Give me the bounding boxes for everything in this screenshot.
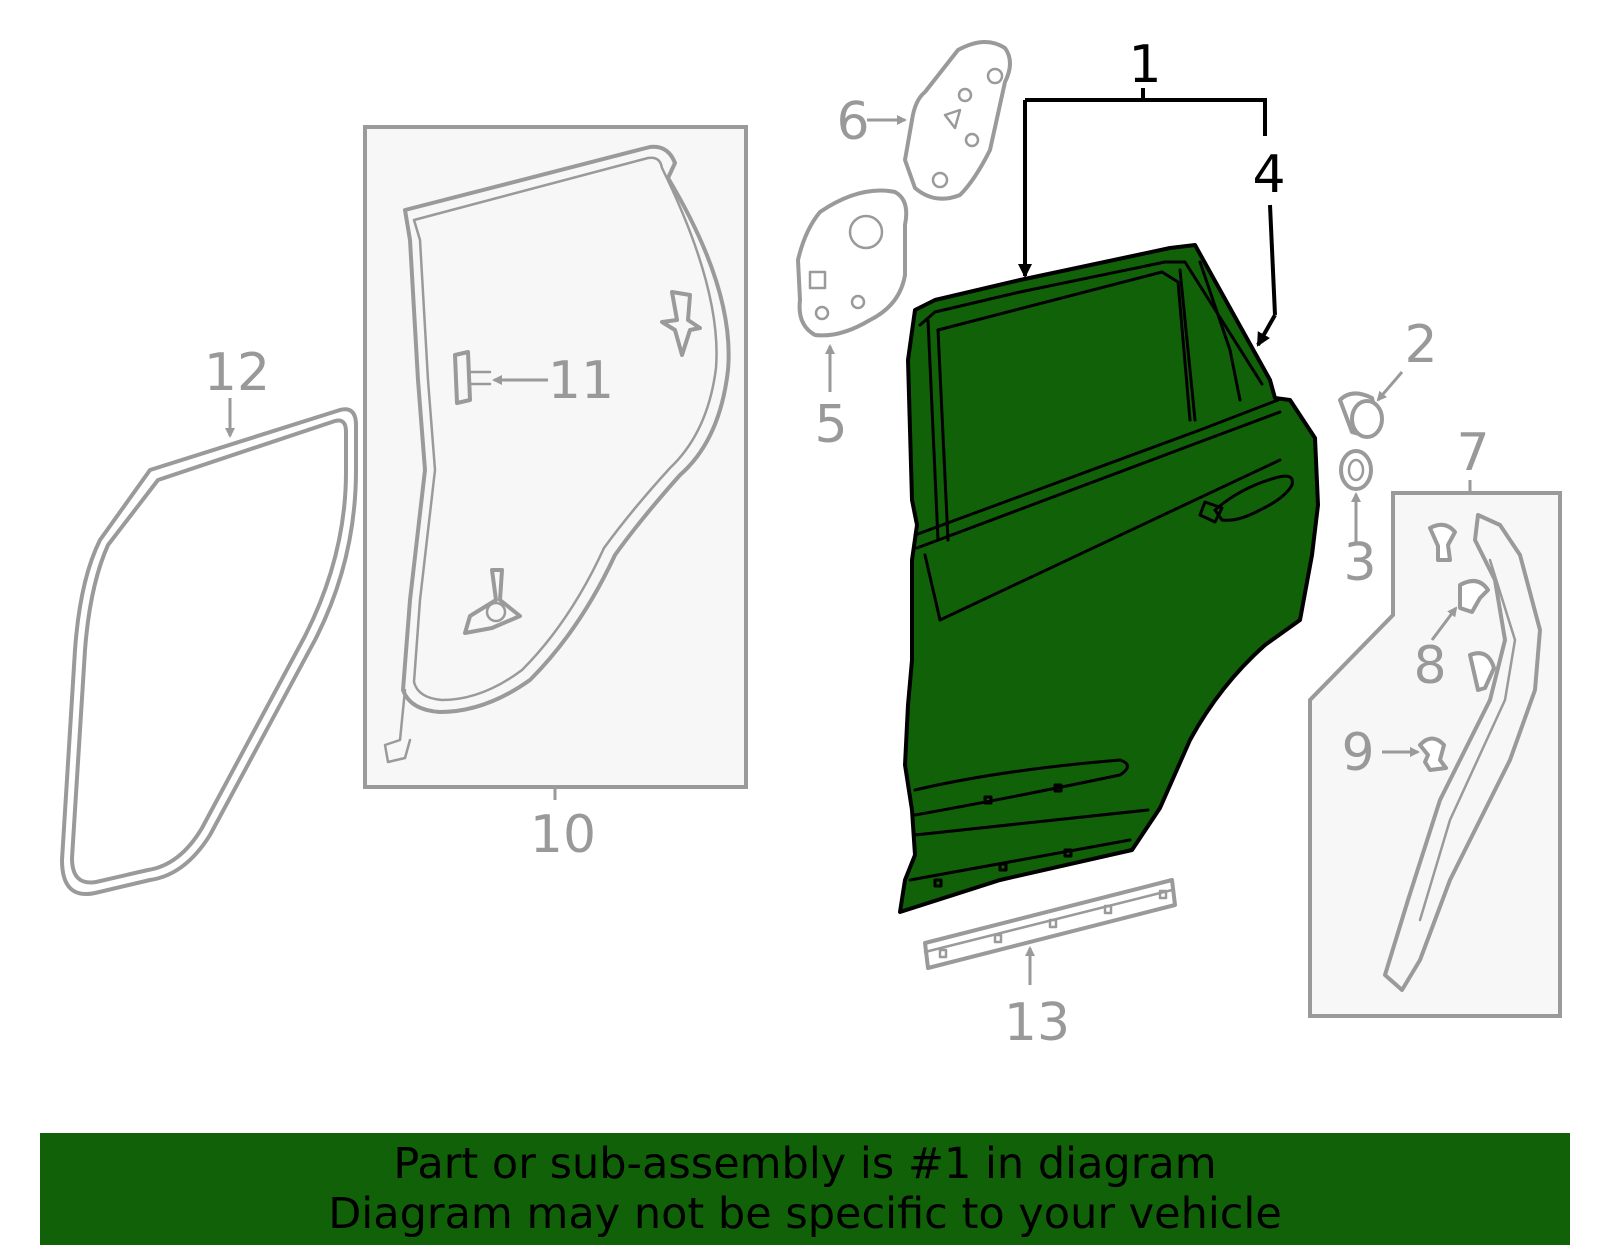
banner-line-2: Diagram may not be specific to your vehi… — [328, 1189, 1282, 1239]
callout-12: 12 — [204, 343, 270, 403]
callout-4: 4 — [1252, 145, 1285, 205]
part-1-rear-door[interactable] — [898, 243, 1320, 914]
callout-6: 6 — [836, 92, 869, 152]
callout-7: 7 — [1456, 423, 1489, 483]
callout-8: 8 — [1413, 636, 1446, 696]
leader-4-arrow — [1256, 314, 1277, 347]
part-13-moulding[interactable] — [923, 878, 1177, 970]
callout-11: 11 — [548, 351, 614, 411]
leader-8 — [1430, 606, 1458, 641]
leader-2 — [1376, 371, 1404, 402]
callout-9: 9 — [1341, 723, 1374, 783]
part-10-weatherstrip-inner[interactable] — [383, 144, 731, 764]
info-banner: Part or sub-assembly is #1 in diagram Di… — [40, 1133, 1570, 1245]
callout-3: 3 — [1343, 533, 1376, 593]
leader-4-a — [1268, 204, 1277, 316]
callout-1: 1 — [1128, 35, 1161, 95]
part-7-garnish[interactable] — [1383, 513, 1542, 992]
part-6-hinge-plate[interactable] — [903, 40, 1012, 201]
callout-10: 10 — [530, 805, 596, 865]
leader-1-bracket — [1025, 98, 1267, 136]
callout-13: 13 — [1004, 993, 1070, 1053]
callout-5: 5 — [814, 395, 847, 455]
part-5-hinge-plate[interactable] — [796, 188, 909, 338]
part-2-bushing[interactable] — [1338, 391, 1384, 439]
clip-b[interactable] — [1468, 651, 1496, 692]
clip-a[interactable] — [1428, 522, 1457, 562]
part-3-washer[interactable] — [1339, 449, 1373, 491]
part-10-box — [363, 125, 748, 789]
part-9-clip[interactable] — [1418, 736, 1448, 772]
part-12-weatherstrip[interactable] — [60, 407, 358, 896]
banner-line-1: Part or sub-assembly is #1 in diagram — [393, 1139, 1217, 1189]
callout-2: 2 — [1404, 315, 1437, 375]
part-8-clip[interactable] — [1458, 579, 1490, 614]
